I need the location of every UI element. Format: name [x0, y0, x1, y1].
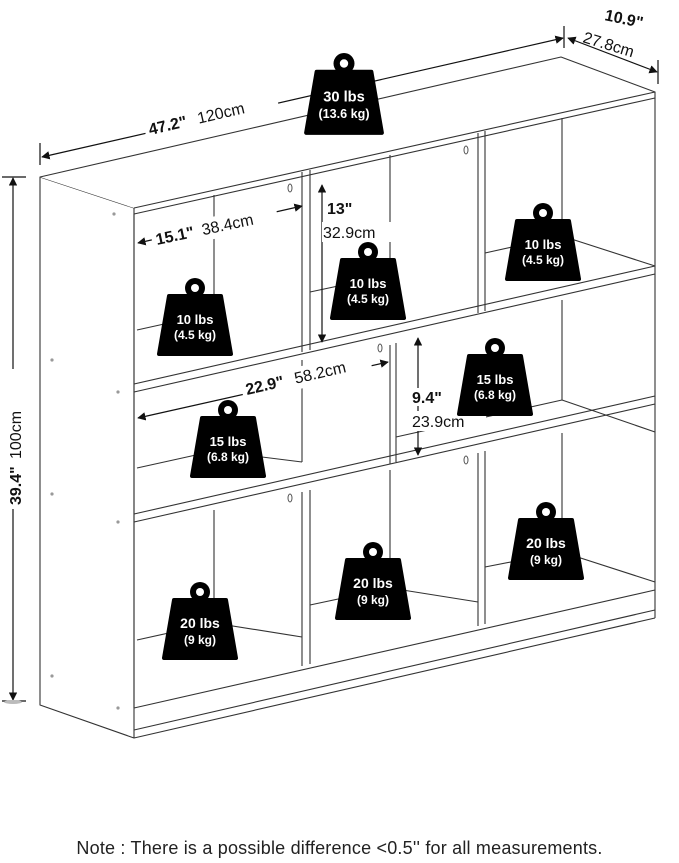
svg-text:(6.8 kg): (6.8 kg): [207, 450, 249, 464]
svg-text:20 lbs: 20 lbs: [180, 615, 220, 631]
svg-text:(4.5 kg): (4.5 kg): [347, 292, 389, 306]
svg-text:10 lbs: 10 lbs: [177, 312, 214, 327]
wide-shelf-height-metric: 23.9cm: [412, 414, 464, 431]
weight-icon-row3-right: 20 lbs (9 kg): [508, 500, 584, 580]
weight-icon-row2-right: 15 lbs (6.8 kg): [457, 336, 533, 416]
svg-text:(4.5 kg): (4.5 kg): [522, 253, 564, 267]
svg-text:30 lbs: 30 lbs: [323, 89, 365, 105]
svg-text:(9 kg): (9 kg): [357, 593, 389, 607]
bookcase-outline: [39, 56, 656, 739]
svg-text:(9 kg): (9 kg): [184, 633, 216, 647]
svg-text:(6.8 kg): (6.8 kg): [474, 388, 516, 402]
svg-text:(9 kg): (9 kg): [530, 553, 562, 567]
weight-icon-row3-left: 20 lbs (9 kg): [162, 580, 238, 660]
svg-text:15 lbs: 15 lbs: [477, 372, 514, 387]
svg-text:(13.6 kg): (13.6 kg): [318, 107, 369, 121]
svg-text:(4.5 kg): (4.5 kg): [174, 328, 216, 342]
screw-holes: [50, 212, 120, 710]
depth-imperial: 10.9": [603, 7, 644, 32]
cubby-height-label: 13" 32.9cm: [322, 198, 394, 242]
depth-metric: 27.8cm: [581, 30, 636, 62]
weight-icon-row1-left: 10 lbs (4.5 kg): [157, 276, 233, 356]
svg-text:20 lbs: 20 lbs: [353, 575, 393, 591]
weight-icon-row2-left: 15 lbs (6.8 kg): [190, 398, 266, 478]
wide-shelf-height-label: 9.4" 23.9cm: [410, 388, 486, 431]
measurement-note: Note : There is a possible difference <0…: [76, 838, 603, 858]
shelf-pin-holes: [287, 145, 469, 503]
depth-label: 10.9" 27.8cm: [581, 7, 645, 61]
svg-text:10 lbs: 10 lbs: [525, 237, 562, 252]
weight-icon-row3-mid: 20 lbs (9 kg): [335, 540, 411, 620]
cubby-height-imperial: 13": [327, 201, 352, 218]
svg-text:10 lbs: 10 lbs: [350, 276, 387, 291]
weight-icon-top: 30 lbs (13.6 kg): [306, 53, 382, 133]
base-marker: [4, 700, 22, 704]
height-imperial: 39.4": [8, 466, 25, 505]
weight-icon-row1-mid: 10 lbs (4.5 kg): [330, 240, 406, 320]
height-metric: 100cm: [8, 411, 25, 459]
cubby-height-metric: 32.9cm: [323, 225, 375, 242]
cubby-width-label: 15.1" 38.4cm: [149, 203, 280, 252]
svg-text:15 lbs: 15 lbs: [210, 434, 247, 449]
wide-shelf-height-imperial: 9.4": [412, 390, 442, 407]
weight-icon-row1-right: 10 lbs (4.5 kg): [505, 201, 581, 281]
svg-text:20 lbs: 20 lbs: [526, 535, 566, 551]
wide-shelf-width-label: 22.9" 58.2cm: [239, 350, 374, 402]
height-label: 39.4" 100cm: [5, 369, 27, 509]
